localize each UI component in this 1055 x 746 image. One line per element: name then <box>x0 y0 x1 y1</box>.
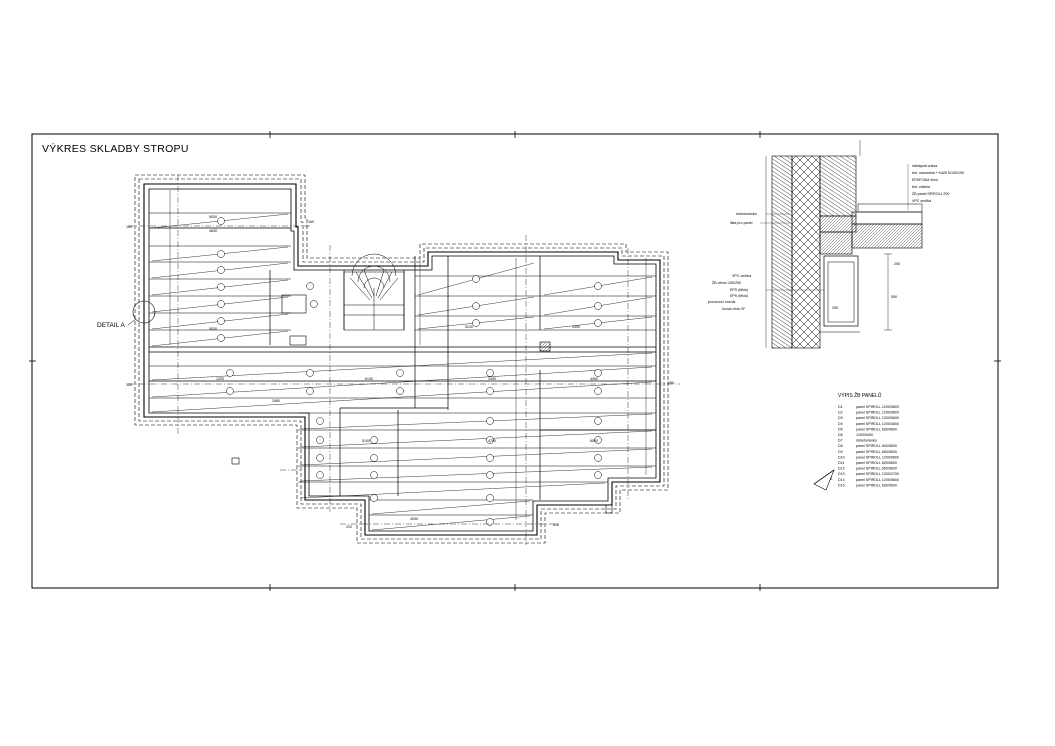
section-detail: 550 250 250 dobetonávka lišta pro panel … <box>708 140 964 349</box>
frame-ticks <box>29 131 1001 591</box>
outline-wall <box>143 183 661 536</box>
dim-label: 5530 <box>209 215 217 219</box>
legend-heading: VÝPIS ŽB PANELŮ <box>838 391 882 399</box>
detail-note: dobetonávka <box>736 212 757 216</box>
legend-code: D14 <box>838 478 845 482</box>
dim-label: 160 <box>308 220 314 224</box>
dim-label: 4930 <box>410 517 418 521</box>
legend-code: D11 <box>838 461 844 465</box>
detail-label: DETAIL A <box>97 322 125 329</box>
detail-layer: VPC omítka <box>732 274 751 278</box>
legend-text: panel SPIROLL 1200/2700 <box>856 472 899 476</box>
dim-label: 540 <box>553 523 559 527</box>
detail-dim: 250 <box>832 306 838 310</box>
detail-layer: bet. mazanina + KARI 6/150/150 <box>912 171 964 175</box>
legend-code: D12 <box>838 467 845 471</box>
detail-dim: 250 <box>894 262 900 266</box>
detail-note: lišta pro panel <box>730 221 753 225</box>
legend-text: panel SPIROLL 1200/5600 <box>856 405 899 409</box>
legend-code: D3 <box>838 416 843 420</box>
legend-text: panel SPIROLL 600/5600 <box>856 483 897 487</box>
detail-callout-circle <box>132 300 156 324</box>
dim-label: 320 <box>126 383 132 387</box>
legend-text: panel SPIROLL 650/5600 <box>856 467 897 471</box>
detail-layer: ŽB panel SPIROLL 200 <box>912 191 949 196</box>
detail-layer: provizorní nosník <box>708 300 736 304</box>
detail-layer: EPS (tělok) <box>730 294 748 298</box>
legend-text: panel SPIROLL 1200/5600 <box>856 478 899 482</box>
sheet-title: VÝKRES SKLADBY STROPU <box>42 142 189 155</box>
detail-layer: nášlapná vrstva <box>912 164 937 168</box>
dim-label: 5230 <box>465 325 473 329</box>
dim-label: 220 <box>346 525 352 529</box>
dim-label: 6130 <box>365 377 373 381</box>
legend-text: panel SPIROLL 600/5600 <box>856 444 897 448</box>
legend-text: panel SPIROLL 1200/5600 <box>856 455 899 459</box>
legend-code: D9 <box>838 450 843 454</box>
legend-text: dobetonávka <box>856 439 877 443</box>
dim-label: 150 <box>126 225 132 229</box>
legend-code: D15 <box>838 483 845 487</box>
outline-wall-inner <box>148 188 657 532</box>
legend-code: D8 <box>838 444 843 448</box>
detail-layer: EPS (tělok) <box>730 288 748 292</box>
floor-plan: DETAIL A 5530 4630 5530 6130 3490 4450 5… <box>97 174 680 545</box>
legend-code: D2 <box>838 411 843 415</box>
detail-layer: VPC omítka <box>912 199 931 203</box>
legend-code: D7 <box>838 439 843 443</box>
legend-code: D4 <box>838 422 843 426</box>
legend-code: D10 <box>838 455 845 459</box>
legend-text: panel SPIROLL 600/5600 <box>856 461 897 465</box>
dim-label: 3490 <box>488 377 496 381</box>
dim-label: 1200 <box>216 377 224 381</box>
dim-label: 5100 <box>362 439 370 443</box>
dim-label: 4630 <box>209 229 217 233</box>
legend-text: 1200/5400 <box>856 433 873 437</box>
dim-label: 6500 <box>590 439 598 443</box>
dim-label: 4300 <box>572 325 580 329</box>
legend-text: panel SPIROLL 1200/5600 <box>856 411 899 415</box>
detail-layer: ŽB věnec 250/250 <box>712 280 741 285</box>
dim-label: 5530 <box>209 327 217 331</box>
legend-text: panel SPIROLL 1200/5600 <box>856 416 899 420</box>
legend-text: panel SPIROLL 650/5600 <box>856 450 897 454</box>
legend-text: panel SPIROLL 600/4600 <box>856 427 897 431</box>
legend-text: panel SPIROLL 1200/4600 <box>856 422 899 426</box>
outline-dashed <box>134 174 669 544</box>
detail-layer: bet. zálivka <box>912 185 930 189</box>
dim-label: 4450 <box>590 377 598 381</box>
dim-label: 4700 <box>488 439 496 443</box>
detail-layer: lícová cihla VF <box>722 307 746 311</box>
north-arrow-label: S <box>830 477 833 481</box>
detail-layer: EPAFOAM 4mm <box>912 178 938 182</box>
north-arrow: S <box>813 469 835 491</box>
outline-dashed-2 <box>138 178 665 540</box>
legend-code: D6 <box>838 433 843 437</box>
legend-code: D13 <box>838 472 845 476</box>
panel-legend: VÝPIS ŽB PANELŮ D1 panel SPIROLL 1200/560… <box>838 391 899 487</box>
detail-dim: 550 <box>891 295 897 299</box>
staircase <box>343 253 405 331</box>
legend-code: D1 <box>838 405 843 409</box>
dim-label: 2480 <box>272 399 280 403</box>
legend-code: D5 <box>838 427 843 431</box>
dim-label: 250 <box>668 381 674 385</box>
